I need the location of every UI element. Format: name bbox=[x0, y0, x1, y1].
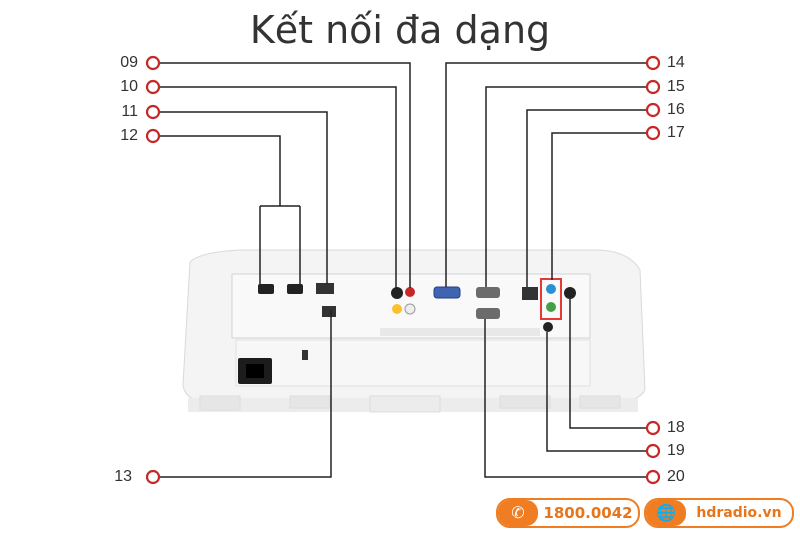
callout-lines bbox=[160, 62, 646, 478]
website-link[interactable]: hdradio.vn bbox=[696, 505, 782, 521]
callout-19: 19 bbox=[667, 442, 685, 459]
callout-13: 13 bbox=[114, 468, 132, 485]
phone-badge[interactable]: ✆ 1800.0042 bbox=[496, 498, 640, 528]
phone-icon: ✆ bbox=[498, 500, 538, 526]
callout-20: 20 bbox=[667, 468, 685, 485]
projector-rear-panel bbox=[182, 249, 646, 413]
website-badge[interactable]: 🌐 hdradio.vn bbox=[644, 498, 794, 528]
callout-16: 16 bbox=[667, 101, 685, 118]
callout-14: 14 bbox=[667, 54, 685, 71]
callout-10: 10 bbox=[120, 78, 138, 95]
callout-09: 09 bbox=[120, 54, 138, 71]
globe-icon: 🌐 bbox=[646, 500, 686, 526]
callout-18: 18 bbox=[667, 419, 685, 436]
callout-markers bbox=[145, 55, 661, 485]
callout-11: 11 bbox=[121, 103, 138, 120]
phone-number: 1800.0042 bbox=[543, 504, 633, 522]
callout-17: 17 bbox=[667, 124, 685, 141]
callout-15: 15 bbox=[667, 78, 685, 95]
page-title: Kết nối đa dạng bbox=[249, 8, 551, 52]
callout-12: 12 bbox=[120, 127, 138, 144]
